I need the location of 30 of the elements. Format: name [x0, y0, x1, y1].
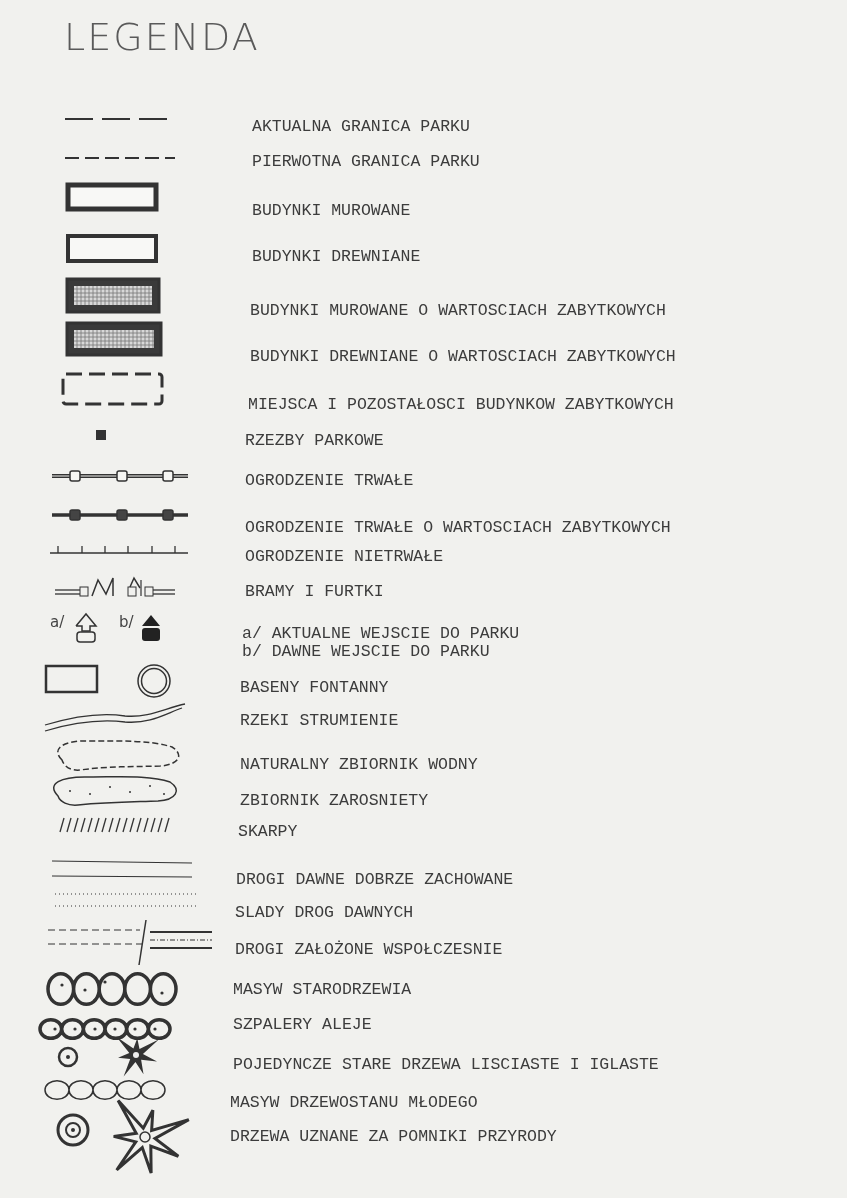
legend-text: RZEKI STRUMIENIE [240, 710, 399, 732]
legend-text: BUDYNKI MUROWANE [252, 200, 411, 222]
legend-text: ZBIORNIK ZAROSNIETY [240, 790, 429, 812]
legend-text: RZEZBY PARKOWE [245, 430, 384, 452]
legend-text: BUDYNKI DREWNIANE O WARTOSCIACH ZABYTKOWYCH [250, 346, 676, 368]
legend-text: MIEJSCA I POZOSTAŁOSCI BUDYNKOW ZABYTKOWYCH [248, 394, 674, 416]
legend-text: OGRODZENIE TRWAŁE O WARTOSCIACH ZABYTKOWYCH [245, 517, 671, 539]
legend-text: DROGI ZAŁOŻONE WSPOŁCZESNIE [235, 939, 503, 961]
legend-text: SZPALERY ALEJE [233, 1014, 372, 1036]
legend-text: BUDYNKI MUROWANE O WARTOSCIACH ZABYTKOWYCH [250, 300, 666, 322]
legend-text: AKTUALNA GRANICA PARKU [252, 116, 470, 138]
legend-text: SKARPY [238, 821, 298, 843]
legend-text: BRAMY I FURTKI [245, 581, 384, 603]
legend-text: OGRODZENIE TRWAŁE [245, 470, 414, 492]
legend-text: SLADY DROG DAWNYCH [235, 902, 414, 924]
legend-text: OGRODZENIE NIETRWAŁE [245, 546, 444, 568]
legend-text: MASYW DRZEWOSTANU MŁODEGO [230, 1092, 478, 1114]
legend-text: a/ AKTUALNE WEJSCIE DO PARKU [242, 623, 520, 644]
legend-text: NATURALNY ZBIORNIK WODNY [240, 754, 478, 776]
legend-text: BASENY FONTANNY [240, 677, 389, 699]
symbol-letter: a/ [50, 613, 65, 631]
legend-text: POJEDYNCZE STARE DRZEWA LISCIASTE I IGLASTE [233, 1054, 659, 1076]
legend-text: PIERWOTNA GRANICA PARKU [252, 151, 480, 173]
legend-text: DRZEWA UZNANE ZA POMNIKI PRZYRODY [230, 1126, 557, 1148]
legend-text: b/ DAWNE WEJSCIE DO PARKU [242, 641, 490, 663]
legend-text: BUDYNKI DREWNIANE [252, 246, 421, 268]
legend-title: LEGENDA [64, 14, 260, 60]
legend-text: MASYW STARODRZEWIA [233, 979, 412, 1001]
symbol-letter: b/ [119, 613, 134, 631]
legend-text: DROGI DAWNE DOBRZE ZACHOWANE [236, 869, 514, 891]
